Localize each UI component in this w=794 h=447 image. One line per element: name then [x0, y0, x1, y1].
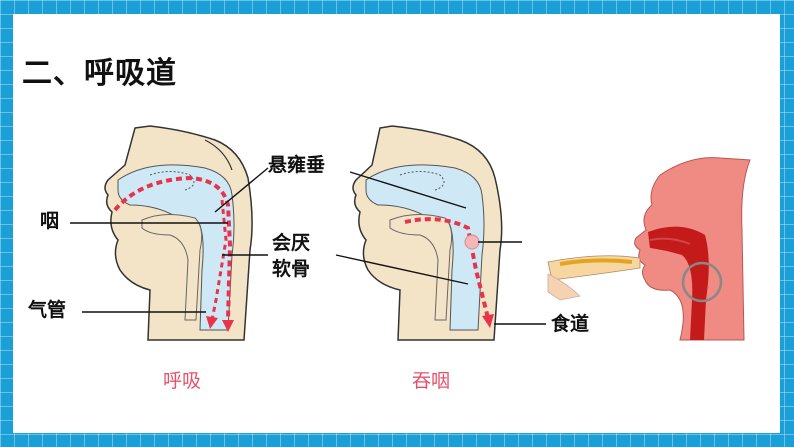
- page-title: 二、呼吸道: [22, 56, 177, 91]
- caption-breathing: 呼吸: [163, 370, 202, 392]
- label-esophagus: 食道: [551, 313, 590, 335]
- label-pharynx: 咽: [40, 210, 60, 232]
- label-epiglottis: 会厌 软骨: [272, 232, 311, 280]
- label-uvula: 悬雍垂: [268, 154, 326, 176]
- uvula-leader-line-left: [214, 167, 269, 213]
- leader-lines: [70, 167, 546, 325]
- epiglottis-leader-line-right: [335, 254, 469, 285]
- head-profile-diagram: [547, 157, 751, 341]
- breathing-diagram: [104, 125, 253, 341]
- caption-swallowing: 吞咽: [412, 370, 451, 392]
- label-trachea: 气管: [28, 299, 67, 321]
- uvula-leader-line-right: [349, 171, 467, 209]
- swallowing-diagram: [352, 125, 503, 341]
